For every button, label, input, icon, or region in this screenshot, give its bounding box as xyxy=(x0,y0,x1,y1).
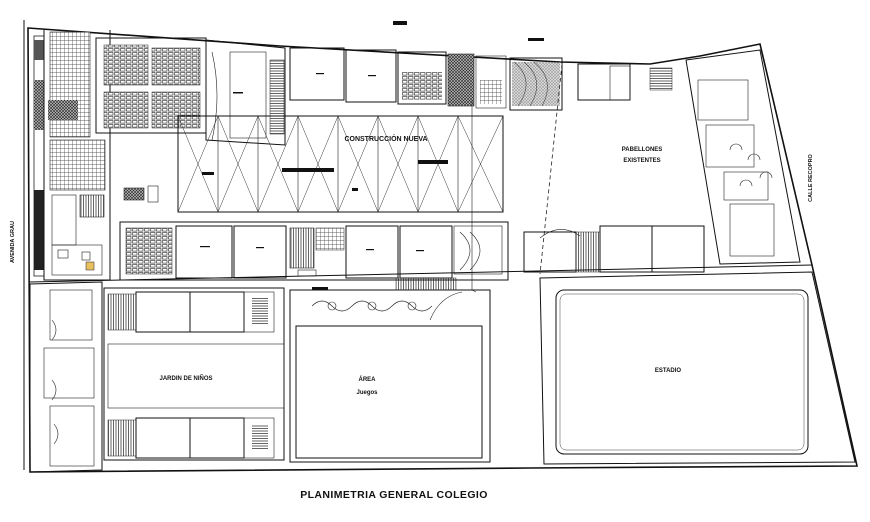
kindergarten-label: JARDIN DE NIÑOS xyxy=(159,375,212,382)
south-wing xyxy=(119,221,509,281)
construction-zone: CONSTRUCCIÓN NUEVA xyxy=(123,100,504,293)
lower-left-annex xyxy=(29,281,103,473)
street-label: CALLE RECOPRO xyxy=(808,153,814,201)
games-area-label-1: ÁREA xyxy=(358,376,376,383)
stadium: ESTADIO xyxy=(539,271,856,465)
stadium-label: ESTADIO xyxy=(655,368,682,374)
pavilions-label-1: PABELLONES xyxy=(622,147,663,153)
construction-label: CONSTRUCCIÓN NUEVA xyxy=(344,134,427,143)
avenue-strip xyxy=(33,35,45,277)
games-area: ÁREA Juegos xyxy=(289,277,491,463)
plan-title: PLANIMETRIA GENERAL COLEGIO xyxy=(300,489,488,501)
existing-pavilions: PABELLONES EXISTENTES xyxy=(523,49,801,273)
games-area-label-2: Juegos xyxy=(356,390,378,396)
dashed-line xyxy=(539,63,563,275)
north-wing xyxy=(43,21,563,281)
avenue-label: AVENIDA GRAU xyxy=(10,221,16,263)
pavilions-label-2: EXISTENTES xyxy=(623,158,660,164)
kindergarten: JARDIN DE NIÑOS xyxy=(103,287,285,461)
